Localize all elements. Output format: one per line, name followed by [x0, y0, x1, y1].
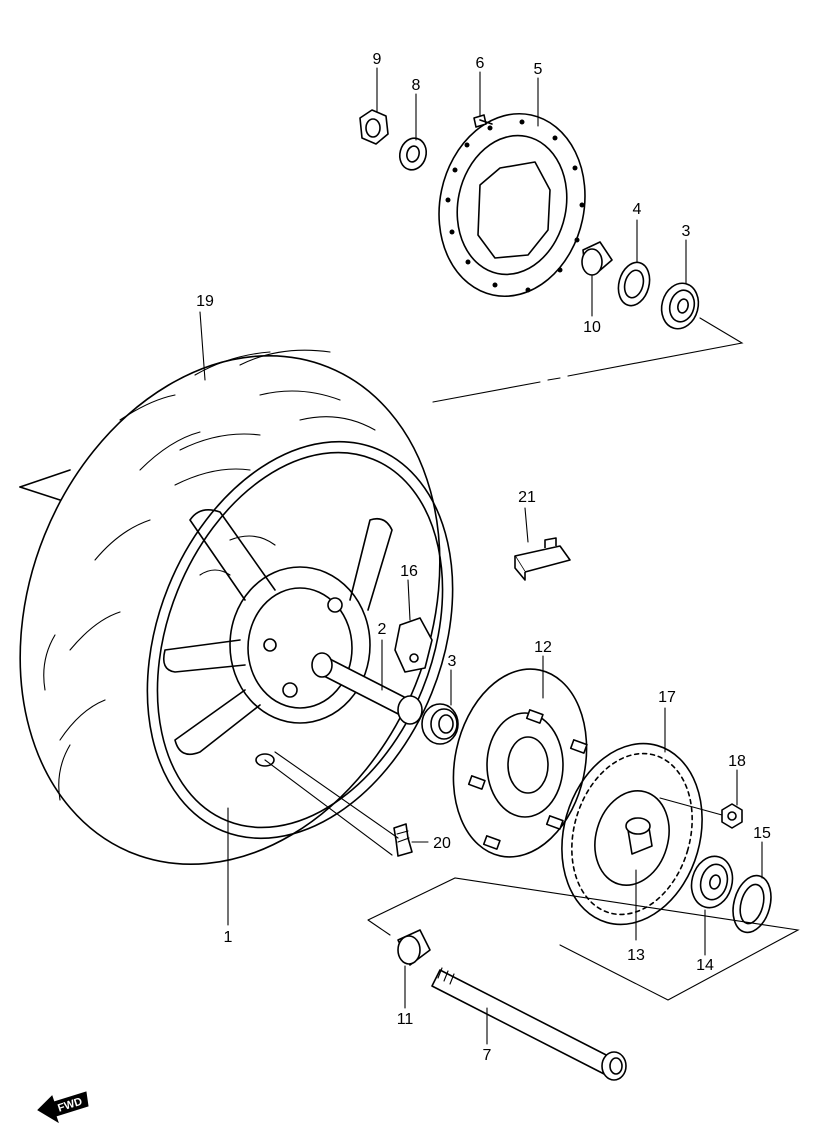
sprocket-nut — [721, 803, 743, 829]
drum-bearing — [690, 855, 734, 909]
label-5: 5 — [534, 61, 543, 78]
axle-nut — [359, 109, 389, 145]
rear-axle — [431, 967, 627, 1081]
rear-wheel-rim — [156, 451, 444, 829]
label-1: 1 — [224, 929, 233, 946]
label-11: 11 — [397, 1011, 414, 1028]
balance-weight — [514, 537, 571, 581]
leader-lines — [199, 67, 800, 1045]
label-6: 6 — [476, 55, 485, 72]
label-20: 20 — [433, 835, 451, 852]
label-9: 9 — [373, 51, 382, 68]
washer — [398, 137, 428, 171]
axle-collar — [397, 929, 431, 966]
label-19: 19 — [196, 293, 214, 310]
label-3-top: 3 — [682, 223, 691, 240]
tire-valve — [393, 823, 413, 857]
axle-spacer — [311, 652, 423, 725]
wheel-bearing — [421, 703, 459, 745]
label-16: 16 — [400, 563, 418, 580]
label-2: 2 — [378, 621, 387, 638]
label-4: 4 — [633, 201, 642, 218]
rear-sprocket — [561, 742, 703, 926]
label-3-mid: 3 — [448, 653, 457, 670]
label-21: 21 — [518, 489, 536, 506]
label-12: 12 — [534, 639, 552, 656]
part-labels: 9 8 6 5 4 3 10 19 21 16 2 3 12 17 18 15 … — [196, 51, 771, 1064]
label-7: 7 — [483, 1047, 492, 1064]
label-13: 13 — [627, 947, 645, 964]
label-14: 14 — [696, 957, 714, 974]
spacer-collar — [581, 241, 613, 276]
bearing-right — [660, 282, 700, 330]
oil-seal — [617, 261, 651, 307]
drum-oil-seal — [732, 874, 772, 934]
rear-tire — [19, 349, 454, 866]
label-18: 18 — [728, 753, 746, 770]
cush-damper — [394, 617, 433, 673]
fwd-arrow-icon: FWD — [37, 1091, 89, 1124]
label-15: 15 — [753, 825, 771, 842]
label-10: 10 — [583, 319, 601, 336]
label-17: 17 — [658, 689, 676, 706]
sprocket-mounting-drum — [452, 668, 588, 858]
brake-disc — [438, 112, 586, 298]
label-8: 8 — [412, 77, 421, 94]
disc-bolt — [473, 114, 493, 128]
